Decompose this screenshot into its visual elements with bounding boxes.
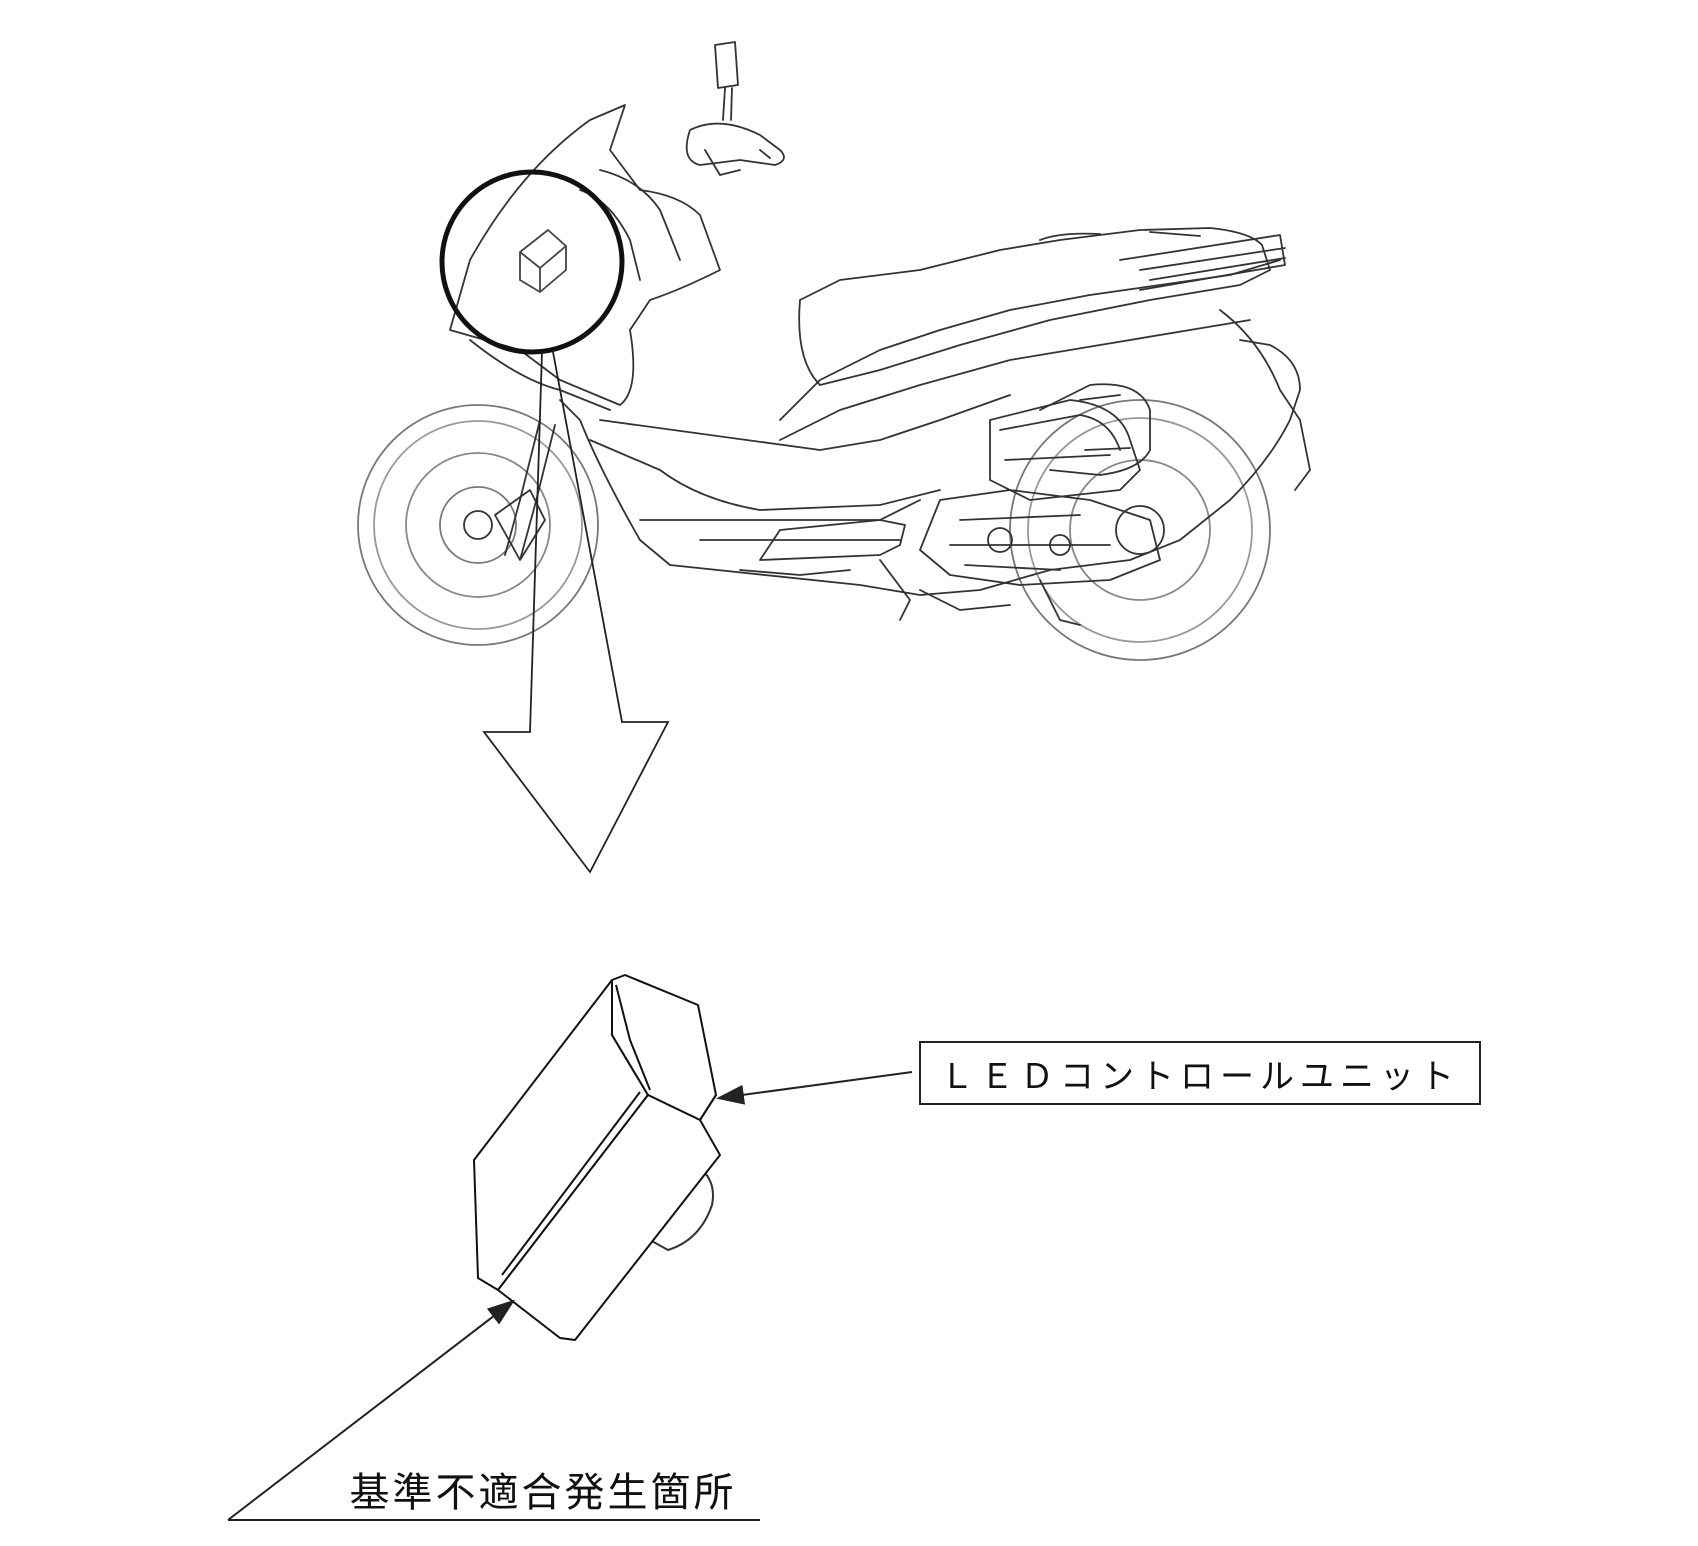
engine-unit [879,399,1161,626]
detail-callout-circle [439,169,625,355]
component-label: ＬＥＤコントロールユニット [940,1056,1460,1097]
scooter-illustration [357,41,1311,661]
defect-pointer-line [227,1299,516,1521]
front-cowl [449,104,721,406]
rear-wheel [1009,399,1271,661]
muffler [1039,383,1151,476]
component-label-box: ＬＥＤコントロールユニット [919,1041,1481,1105]
rear-rack [1119,234,1286,291]
scooter-body [559,339,1301,596]
handlebar [685,41,785,176]
defect-location-label: 基準不適合発生箇所 [349,1470,737,1516]
component-pointer-line [716,1071,913,1105]
zoom-arrow [482,351,670,874]
control-unit-small [519,229,567,293]
front-wheel [357,404,599,646]
front-fork [494,419,556,561]
led-control-unit-enlarged [473,974,721,1341]
seat [798,227,1271,386]
